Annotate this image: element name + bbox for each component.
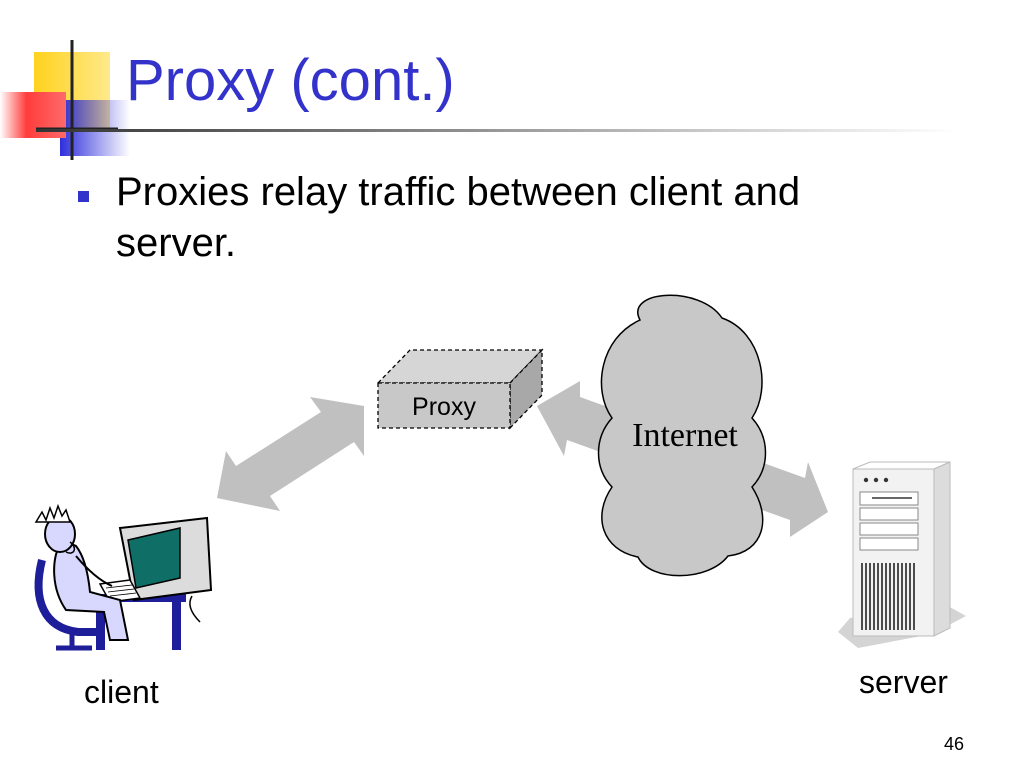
internet-cloud (597, 294, 767, 577)
slide-title: Proxy (cont.) (126, 48, 455, 113)
bullet-marker (78, 191, 89, 202)
title-underline (36, 129, 960, 132)
server-label: server (859, 664, 948, 700)
client-proxy-arrow (217, 397, 364, 511)
proxy-box (376, 348, 544, 430)
server-icon (838, 461, 966, 648)
client-label: client (84, 674, 159, 710)
client-icon (34, 503, 213, 651)
internet-label: Internet (632, 417, 738, 454)
page-number: 46 (943, 734, 964, 754)
bullet-text: Proxies relay traffic between client and… (116, 170, 801, 265)
proxy-label: Proxy (412, 393, 476, 421)
